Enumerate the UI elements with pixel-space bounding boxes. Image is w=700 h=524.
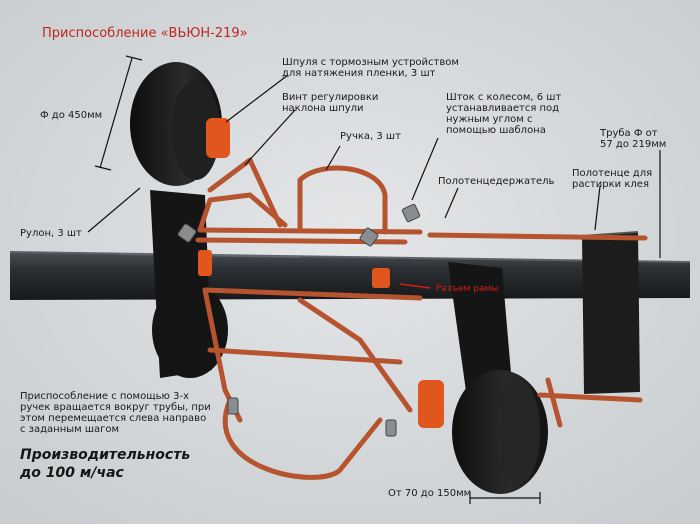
description: Приспособление с помощью 3-х ручек враща…	[20, 391, 211, 435]
diameter-label: Ф до 450мм	[40, 110, 103, 121]
frame-section-label: Разъем рамы	[436, 284, 499, 294]
performance-caption: Производительность до 100 м/час	[20, 446, 190, 482]
towel-label: Полотенце для растирки клея	[572, 168, 652, 190]
tilt-screw-label: Винт регулировки наклона шпули	[282, 92, 378, 114]
rod-wheels	[177, 203, 421, 437]
roll-label: Рулон, 3 шт	[20, 228, 82, 239]
pipe-label-line: 57 до 219мм	[600, 139, 667, 150]
glue-towel	[581, 231, 640, 394]
rod-label-line: устанавливается под	[446, 103, 560, 114]
towel-holder-label: Полотенцедержатель	[438, 176, 555, 187]
annotation-lines	[87, 55, 661, 504]
rod-label-line: нужным углом с	[446, 114, 533, 125]
performance-line: до 100 м/час	[20, 465, 124, 481]
description-line: ручек вращается вокруг трубы, при	[20, 402, 211, 413]
width-label: От 70 до 150мм	[388, 488, 472, 499]
film-roll-right	[448, 262, 548, 494]
performance-line: Производительность	[20, 447, 191, 463]
spool-label-line: для натяжения пленки, 3 шт	[282, 68, 436, 79]
spool-hubs	[198, 118, 444, 428]
tilt-screw-label-line: наклона шпули	[282, 103, 364, 114]
rod-label-line: помощью шаблона	[446, 125, 546, 136]
description-line: Приспособление с помощью 3-х	[20, 391, 190, 402]
description-line: с заданным шагом	[20, 424, 120, 435]
rod-label-line: Шток с колесом, 6 шт	[446, 92, 562, 103]
rod-label: Шток с колесом, 6 шт устанавливается под…	[446, 92, 561, 136]
description-line: этом перемещается слева направо	[20, 413, 207, 424]
tilt-screw-label-line: Винт регулировки	[282, 92, 379, 103]
towel-label-line: растирки клея	[572, 179, 649, 190]
towel-label-line: Полотенце для	[572, 168, 653, 179]
pipe-label: Труба Ф от 57 до 219мм	[600, 128, 666, 150]
spool-label: Шпуля с тормозным устройством для натяже…	[282, 57, 459, 79]
spool-label-line: Шпуля с тормозным устройством	[282, 57, 459, 68]
page-title: Приспособление «ВЬЮН-219»	[42, 26, 248, 41]
handle-label: Ручка, 3 шт	[340, 131, 401, 142]
pipe-label-line: Труба Ф от	[600, 128, 658, 139]
frame-section-pointer	[399, 283, 431, 289]
